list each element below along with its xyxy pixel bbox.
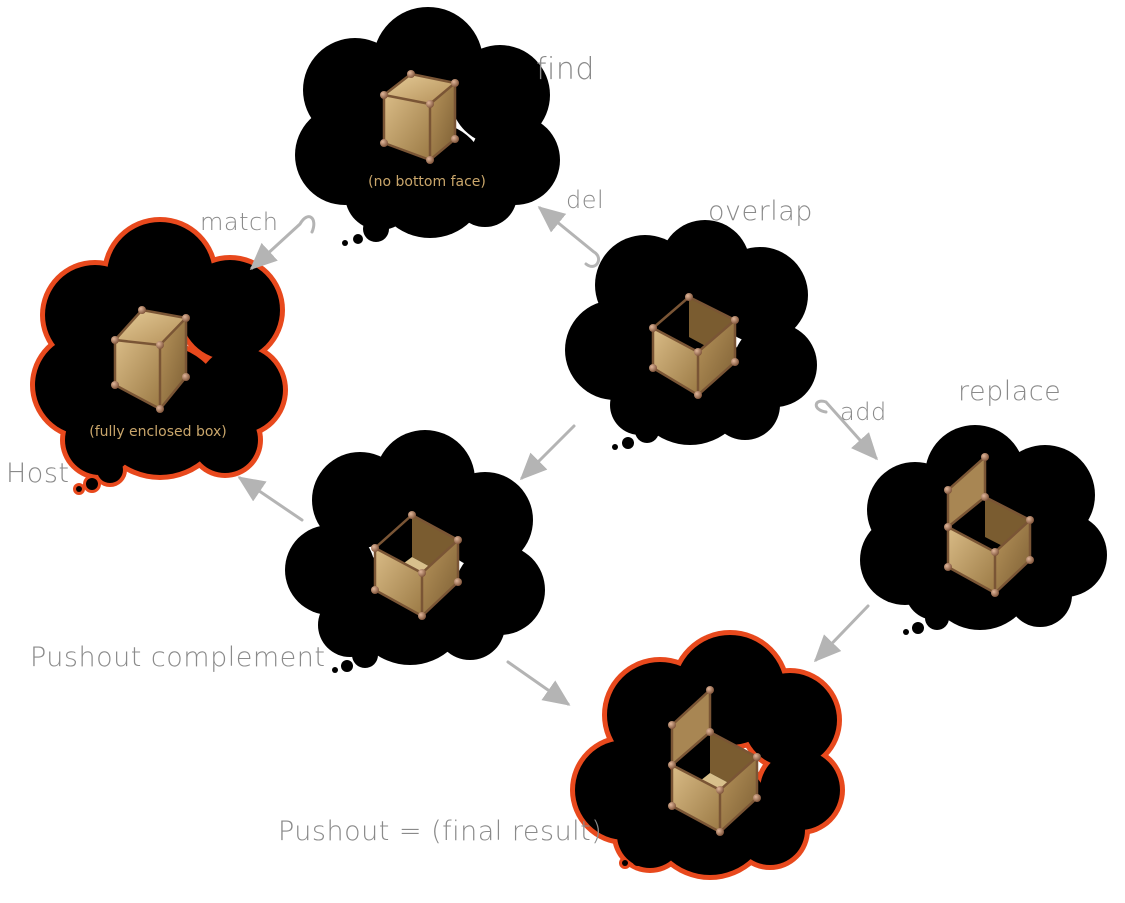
- label-del: del: [566, 186, 605, 214]
- box-open-tube: [649, 293, 739, 399]
- cloud-find: [295, 7, 560, 246]
- arrow-del: [537, 206, 600, 268]
- label-pushout-complement: Pushout complement: [30, 642, 326, 673]
- label-host: Host: [6, 458, 70, 489]
- cloud-pushout: [570, 630, 845, 880]
- cloud-overlap: [565, 220, 817, 450]
- arrow-complement-to-host: [237, 476, 304, 522]
- box-final-result: [668, 686, 761, 836]
- cloud-replace: [860, 425, 1107, 635]
- arrow-overlap-to-complement: [519, 424, 576, 481]
- cloud-pushout-complement: [285, 430, 545, 673]
- arrow-add: [814, 399, 878, 461]
- caption-no-bottom-face: (no bottom face): [368, 174, 486, 190]
- box-no-bottom-face: [380, 70, 459, 164]
- cloud-host: [30, 217, 288, 495]
- caption-fully-enclosed-box: (fully enclosed box): [89, 424, 227, 440]
- label-find: find: [536, 52, 595, 87]
- box-fully-enclosed: [111, 306, 190, 413]
- label-replace: replace: [958, 376, 1062, 407]
- arrow-replace-to-pushout: [813, 604, 870, 663]
- label-overlap: overlap: [708, 196, 813, 227]
- label-add: add: [840, 398, 887, 426]
- label-pushout: Pushout = (final result): [278, 816, 603, 847]
- box-open-top: [371, 511, 462, 620]
- box-with-flap: [944, 453, 1034, 597]
- arrow-complement-to-pushout: [506, 660, 571, 706]
- label-match: match: [200, 208, 279, 236]
- arrow-match: [249, 215, 316, 271]
